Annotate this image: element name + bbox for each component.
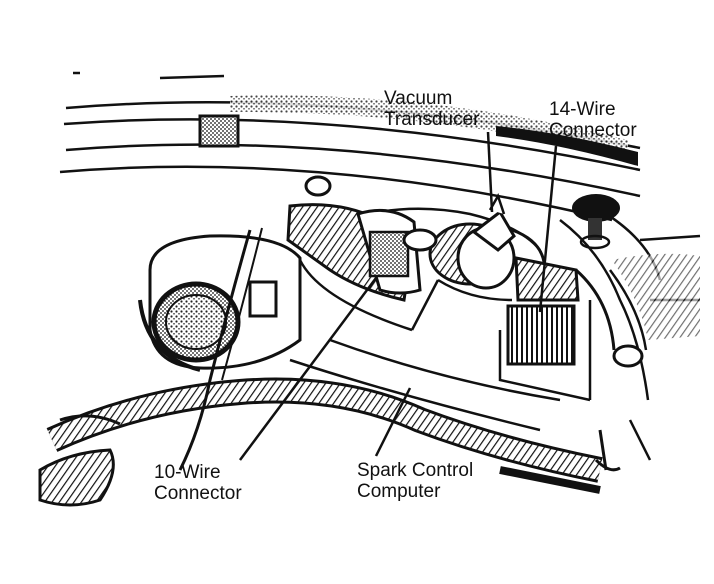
leader-vacuum-transducer — [486, 131, 494, 213]
leader-ten-wire — [238, 277, 378, 461]
wiring-harness — [38, 227, 621, 507]
leader-fourteen-wire — [538, 145, 558, 313]
label-vacuum-transducer-line1: Vacuum — [384, 88, 453, 109]
ten-wire-connector-part — [286, 175, 438, 302]
label-fourteen-wire-connector: 14-Wire Connector — [549, 99, 637, 141]
label-ten-wire-line1: 10-Wire — [154, 462, 221, 483]
strut-washer — [579, 234, 611, 250]
strut-bolt-stem — [588, 218, 602, 240]
label-spark-control-line2: Computer — [357, 481, 441, 502]
label-vacuum-transducer: Vacuum Transducer — [384, 88, 479, 130]
label-ten-wire-connector: 10-Wire Connector — [154, 462, 242, 504]
fourteen-wire-connector-part — [506, 256, 644, 368]
label-spark-control-line1: Spark Control — [357, 460, 474, 481]
leader-spark-control — [374, 387, 412, 457]
hood-latch — [198, 114, 240, 148]
label-spark-control-computer: Spark Control Computer — [357, 460, 473, 502]
label-fourteen-wire-line1: 14-Wire — [549, 99, 616, 120]
vacuum-transducer-part — [428, 192, 546, 290]
label-vacuum-transducer-line2: Transducer — [384, 109, 480, 130]
leader-lines — [238, 131, 558, 461]
label-ten-wire-line2: Connector — [154, 483, 242, 504]
fender-shading — [230, 95, 628, 158]
fender-panel — [59, 71, 641, 222]
fender-edge-dark — [496, 126, 638, 166]
strut-mount-bolt — [572, 194, 620, 222]
air-cleaner — [138, 234, 302, 372]
label-fourteen-wire-line2: Connector — [549, 120, 637, 141]
strut-shading — [612, 253, 700, 340]
